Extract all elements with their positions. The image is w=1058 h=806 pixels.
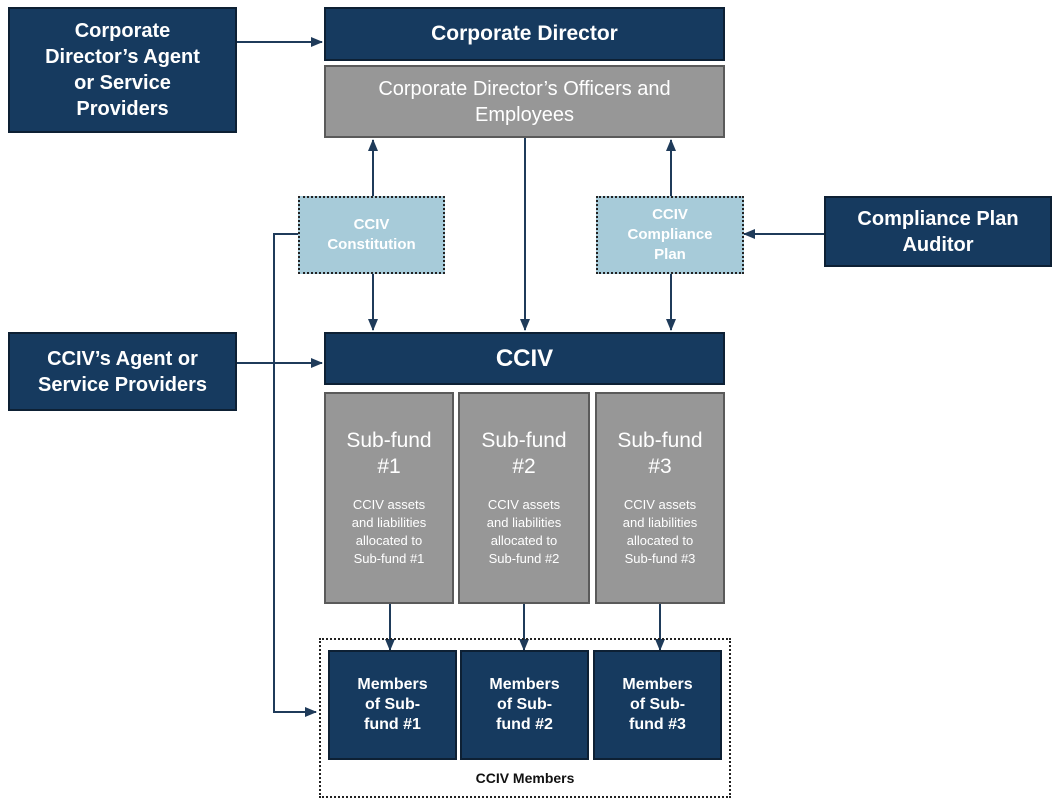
constitution-line-2: Constitution bbox=[327, 236, 416, 253]
subfund-2-desc-line-4: Sub-fund #2 bbox=[488, 551, 560, 566]
members-2-line-2: of Sub- bbox=[496, 696, 553, 713]
subfund-1-title-line-1: Sub-fund bbox=[346, 429, 432, 452]
officers-line-2: Employees bbox=[475, 103, 574, 126]
subfund-2-desc-line-2: and liabilities bbox=[486, 515, 562, 530]
auditor-line-2: Auditor bbox=[902, 233, 974, 256]
subfund-2-title-line-1: Sub-fund bbox=[481, 429, 567, 452]
members-1-line-1: Members bbox=[357, 676, 428, 693]
subfund-2-desc-line-1: CCIV assets bbox=[487, 497, 561, 512]
cciv-members-group-frame bbox=[319, 638, 731, 798]
members-1-line-2: of Sub- bbox=[364, 696, 421, 713]
members-subfund-1-box: Members of Sub- fund #1 bbox=[328, 650, 457, 760]
cciv-label: CCIV bbox=[495, 344, 554, 372]
subfund-1-box: Sub-fund #1 CCIV assets and liabilities … bbox=[324, 392, 454, 604]
auditor-line-1: Compliance Plan bbox=[857, 207, 1019, 230]
subfund-3-desc-line-1: CCIV assets bbox=[623, 497, 697, 512]
members-3-line-1: Members bbox=[622, 676, 693, 693]
subfund-3-title-line-1: Sub-fund bbox=[617, 429, 703, 452]
arrow-constitution-to-members bbox=[273, 233, 317, 717]
corporate-director-officers-box: Corporate Director’s Officers and Employ… bbox=[324, 65, 725, 138]
subfund-1-desc-line-3: allocated to bbox=[355, 533, 423, 548]
cciv-members-label: CCIV Members bbox=[475, 770, 575, 786]
subfund-3-desc-line-2: and liabilities bbox=[622, 515, 698, 530]
subfund-2-title-line-2: #2 bbox=[512, 455, 536, 478]
subfund-3-desc-line-4: Sub-fund #3 bbox=[624, 551, 696, 566]
corporate-director-label: Corporate Director bbox=[431, 22, 618, 45]
subfund-3-desc-line-3: allocated to bbox=[626, 533, 694, 548]
members-subfund-2-box: Members of Sub- fund #2 bbox=[460, 650, 589, 760]
subfund-3-title-line-2: #3 bbox=[648, 455, 672, 478]
subfund-2-box: Sub-fund #2 CCIV assets and liabilities … bbox=[458, 392, 590, 604]
compliance-plan-line-2: Compliance bbox=[627, 226, 713, 243]
subfund-3-box: Sub-fund #3 CCIV assets and liabilities … bbox=[595, 392, 725, 604]
subfund-1-desc-line-2: and liabilities bbox=[351, 515, 427, 530]
compliance-plan-line-1: CCIV bbox=[652, 206, 688, 223]
members-subfund-3-box: Members of Sub- fund #3 bbox=[593, 650, 722, 760]
members-2-line-3: fund #2 bbox=[496, 716, 553, 733]
subfund-1-desc-line-4: Sub-fund #1 bbox=[353, 551, 425, 566]
cciv-agent-line-1: CCIV’s Agent or bbox=[47, 347, 198, 370]
cciv-compliance-plan-box: CCIV Compliance Plan bbox=[596, 196, 744, 274]
compliance-plan-auditor-box: Compliance Plan Auditor bbox=[824, 196, 1052, 267]
constitution-line-1: CCIV bbox=[353, 216, 390, 233]
cciv-box: CCIV bbox=[324, 332, 725, 385]
officers-line-1: Corporate Director’s Officers and bbox=[378, 77, 671, 100]
compliance-plan-line-3: Plan bbox=[654, 246, 686, 263]
subfund-1-title-line-2: #1 bbox=[377, 455, 401, 478]
corporate-director-agent-line-4: Providers bbox=[76, 98, 169, 120]
members-2-line-1: Members bbox=[489, 676, 560, 693]
members-3-line-3: fund #3 bbox=[629, 716, 686, 733]
corporate-director-agent-line-1: Corporate bbox=[74, 20, 171, 42]
corporate-director-agent-line-3: or Service bbox=[74, 72, 171, 94]
members-1-line-3: fund #1 bbox=[364, 716, 421, 733]
subfund-2-desc-line-3: allocated to bbox=[490, 533, 558, 548]
corporate-director-agent-line-2: Director’s Agent bbox=[45, 46, 200, 68]
cciv-agent-box: CCIV’s Agent or Service Providers bbox=[8, 332, 237, 411]
corporate-director-agent-box: Corporate Director’s Agent or Service Pr… bbox=[8, 7, 237, 133]
cciv-constitution-box: CCIV Constitution bbox=[298, 196, 445, 274]
corporate-director-box: Corporate Director bbox=[324, 7, 725, 61]
members-3-line-2: of Sub- bbox=[629, 696, 686, 713]
subfund-1-desc-line-1: CCIV assets bbox=[352, 497, 426, 512]
cciv-agent-line-2: Service Providers bbox=[38, 373, 207, 396]
